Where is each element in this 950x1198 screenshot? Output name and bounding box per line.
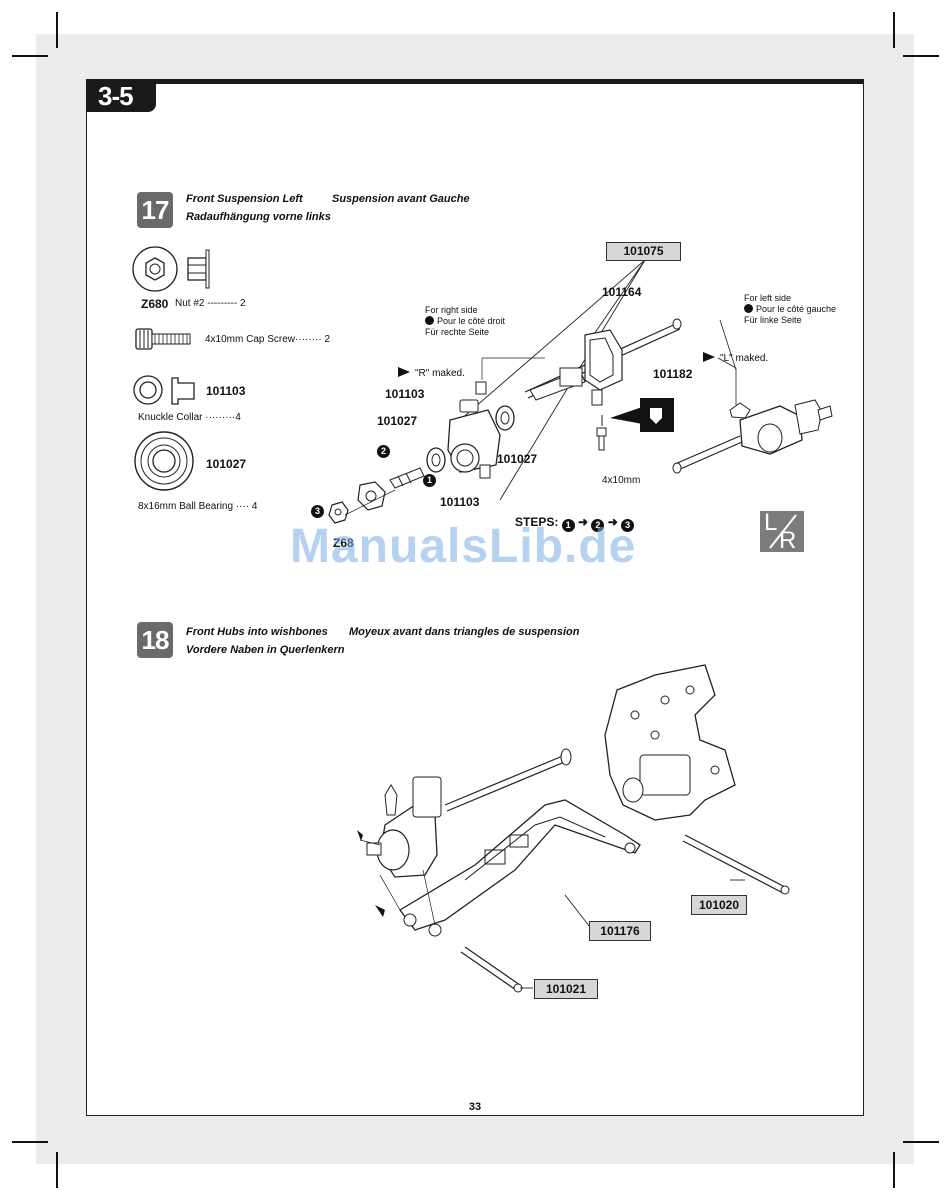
step-seq-2: 2	[591, 519, 605, 532]
label-101103-bottom: 101103	[440, 495, 480, 509]
part-box-101021: 101021	[534, 979, 598, 999]
crop-mark	[893, 12, 895, 48]
step-marker-2: 2	[377, 445, 390, 458]
pointer-arrow-icon	[703, 352, 715, 362]
crop-mark	[12, 55, 48, 57]
watermark: ManualsLib.de	[290, 520, 637, 573]
crop-mark	[893, 1152, 895, 1188]
step-17-title-en: Front Suspension Left	[186, 193, 303, 205]
part-name-nut: Nut #2 --------- 2	[175, 298, 246, 309]
l-marked-note: "L" maked.	[703, 352, 768, 364]
label-101027-right: 101027	[497, 452, 538, 466]
step-seq-1: 1	[561, 519, 575, 532]
label-101103-top: 101103	[385, 387, 425, 401]
label-101164: 101164	[602, 285, 642, 299]
part-name-ball-bearing: 8x16mm Ball Bearing ···· 4	[138, 501, 258, 512]
step-18-title-fr: Moyeux avant dans triangles de suspensio…	[349, 626, 580, 638]
ball-bearing-illustration	[134, 431, 194, 491]
label-101182: 101182	[653, 367, 693, 381]
step-18-title-de: Vordere Naben in Querlenkern	[186, 644, 345, 656]
step-17-title-fr: Suspension avant Gauche	[332, 193, 470, 205]
step-18-title-en: Front Hubs into wishbones	[186, 626, 328, 638]
header-bar	[86, 79, 864, 84]
content-frame	[86, 80, 864, 1116]
part-code-z680: Z680	[141, 297, 169, 311]
step-17-badge: 17	[137, 192, 173, 228]
part-code-101027: 101027	[206, 457, 247, 471]
crop-mark	[56, 1152, 58, 1188]
steps-sequence: STEPS: 1 ➜ 2 ➜ 3	[515, 515, 635, 532]
cap-screw-illustration	[135, 328, 191, 350]
step-marker-1: 1	[423, 474, 436, 487]
part-code-101103: 101103	[206, 384, 246, 398]
section-number: 3-5	[98, 81, 134, 111]
r-marked-note: "R" maked.	[398, 367, 465, 379]
label-z680-partial: Z68	[333, 536, 354, 550]
part-name-knuckle-collar: Knuckle Collar ·········4	[138, 412, 241, 423]
crop-mark	[12, 1141, 48, 1143]
wishbone-assembly-drawing	[357, 664, 790, 993]
left-side-note: For left side Pour le côté gauche Für li…	[744, 293, 837, 325]
step-marker-3: 3	[311, 505, 324, 518]
step-17-title-de: Radaufhängung vorne links	[186, 211, 331, 223]
part-name-cap-screw: 4x10mm Cap Screw········ 2	[205, 334, 331, 345]
crop-mark	[903, 1141, 939, 1143]
section-tab: 3-5	[86, 80, 156, 112]
arrow-right-icon: ➜	[578, 515, 589, 529]
pointer-arrow-icon	[398, 367, 410, 377]
step-seq-3: 3	[621, 519, 635, 532]
part-box-101176: 101176	[589, 921, 651, 941]
bullet-icon	[744, 304, 753, 313]
label-101027-left: 101027	[377, 414, 418, 428]
label-screw-4x10: 4x10mm	[602, 475, 641, 486]
crop-mark	[56, 12, 58, 48]
arrow-right-icon: ➜	[607, 515, 618, 529]
part-box-101020: 101020	[691, 895, 747, 915]
part-box-101075: 101075	[606, 242, 681, 261]
left-right-badge: L R	[760, 509, 804, 554]
knuckle-collar-illustration	[133, 375, 195, 405]
bullet-icon	[425, 316, 434, 325]
nut-illustration	[132, 246, 210, 292]
crop-mark	[903, 55, 939, 57]
right-side-note: For right side Pour le côté droit Für re…	[425, 305, 506, 337]
page-number: 33	[468, 1101, 482, 1113]
front-hub-exploded-drawing	[328, 259, 833, 524]
step-18-badge: 18	[137, 622, 173, 658]
